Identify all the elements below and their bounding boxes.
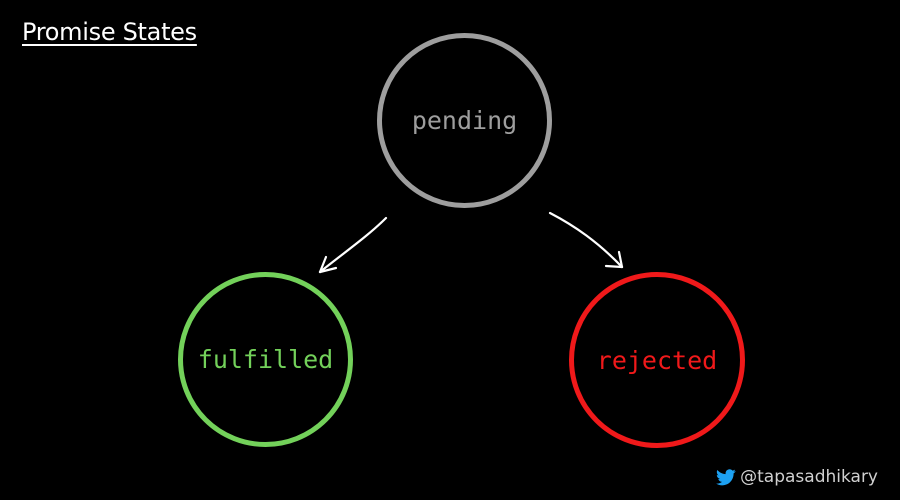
rejected-state-node: rejected (569, 272, 745, 448)
diagram-title: Promise States (22, 18, 197, 46)
arrow-pending-to-rejected (548, 211, 624, 269)
twitter-bird-icon (716, 468, 736, 485)
pending-state-node: pending (377, 33, 552, 208)
author-handle: @tapasadhikary (740, 467, 878, 487)
author-credit: @tapasadhikary (716, 467, 878, 487)
pending-label: pending (411, 106, 518, 135)
fulfilled-label: fulfilled (197, 345, 334, 374)
fulfilled-state-node: fulfilled (178, 272, 353, 447)
rejected-label: rejected (596, 345, 718, 375)
arrow-pending-to-fulfilled (318, 216, 388, 274)
